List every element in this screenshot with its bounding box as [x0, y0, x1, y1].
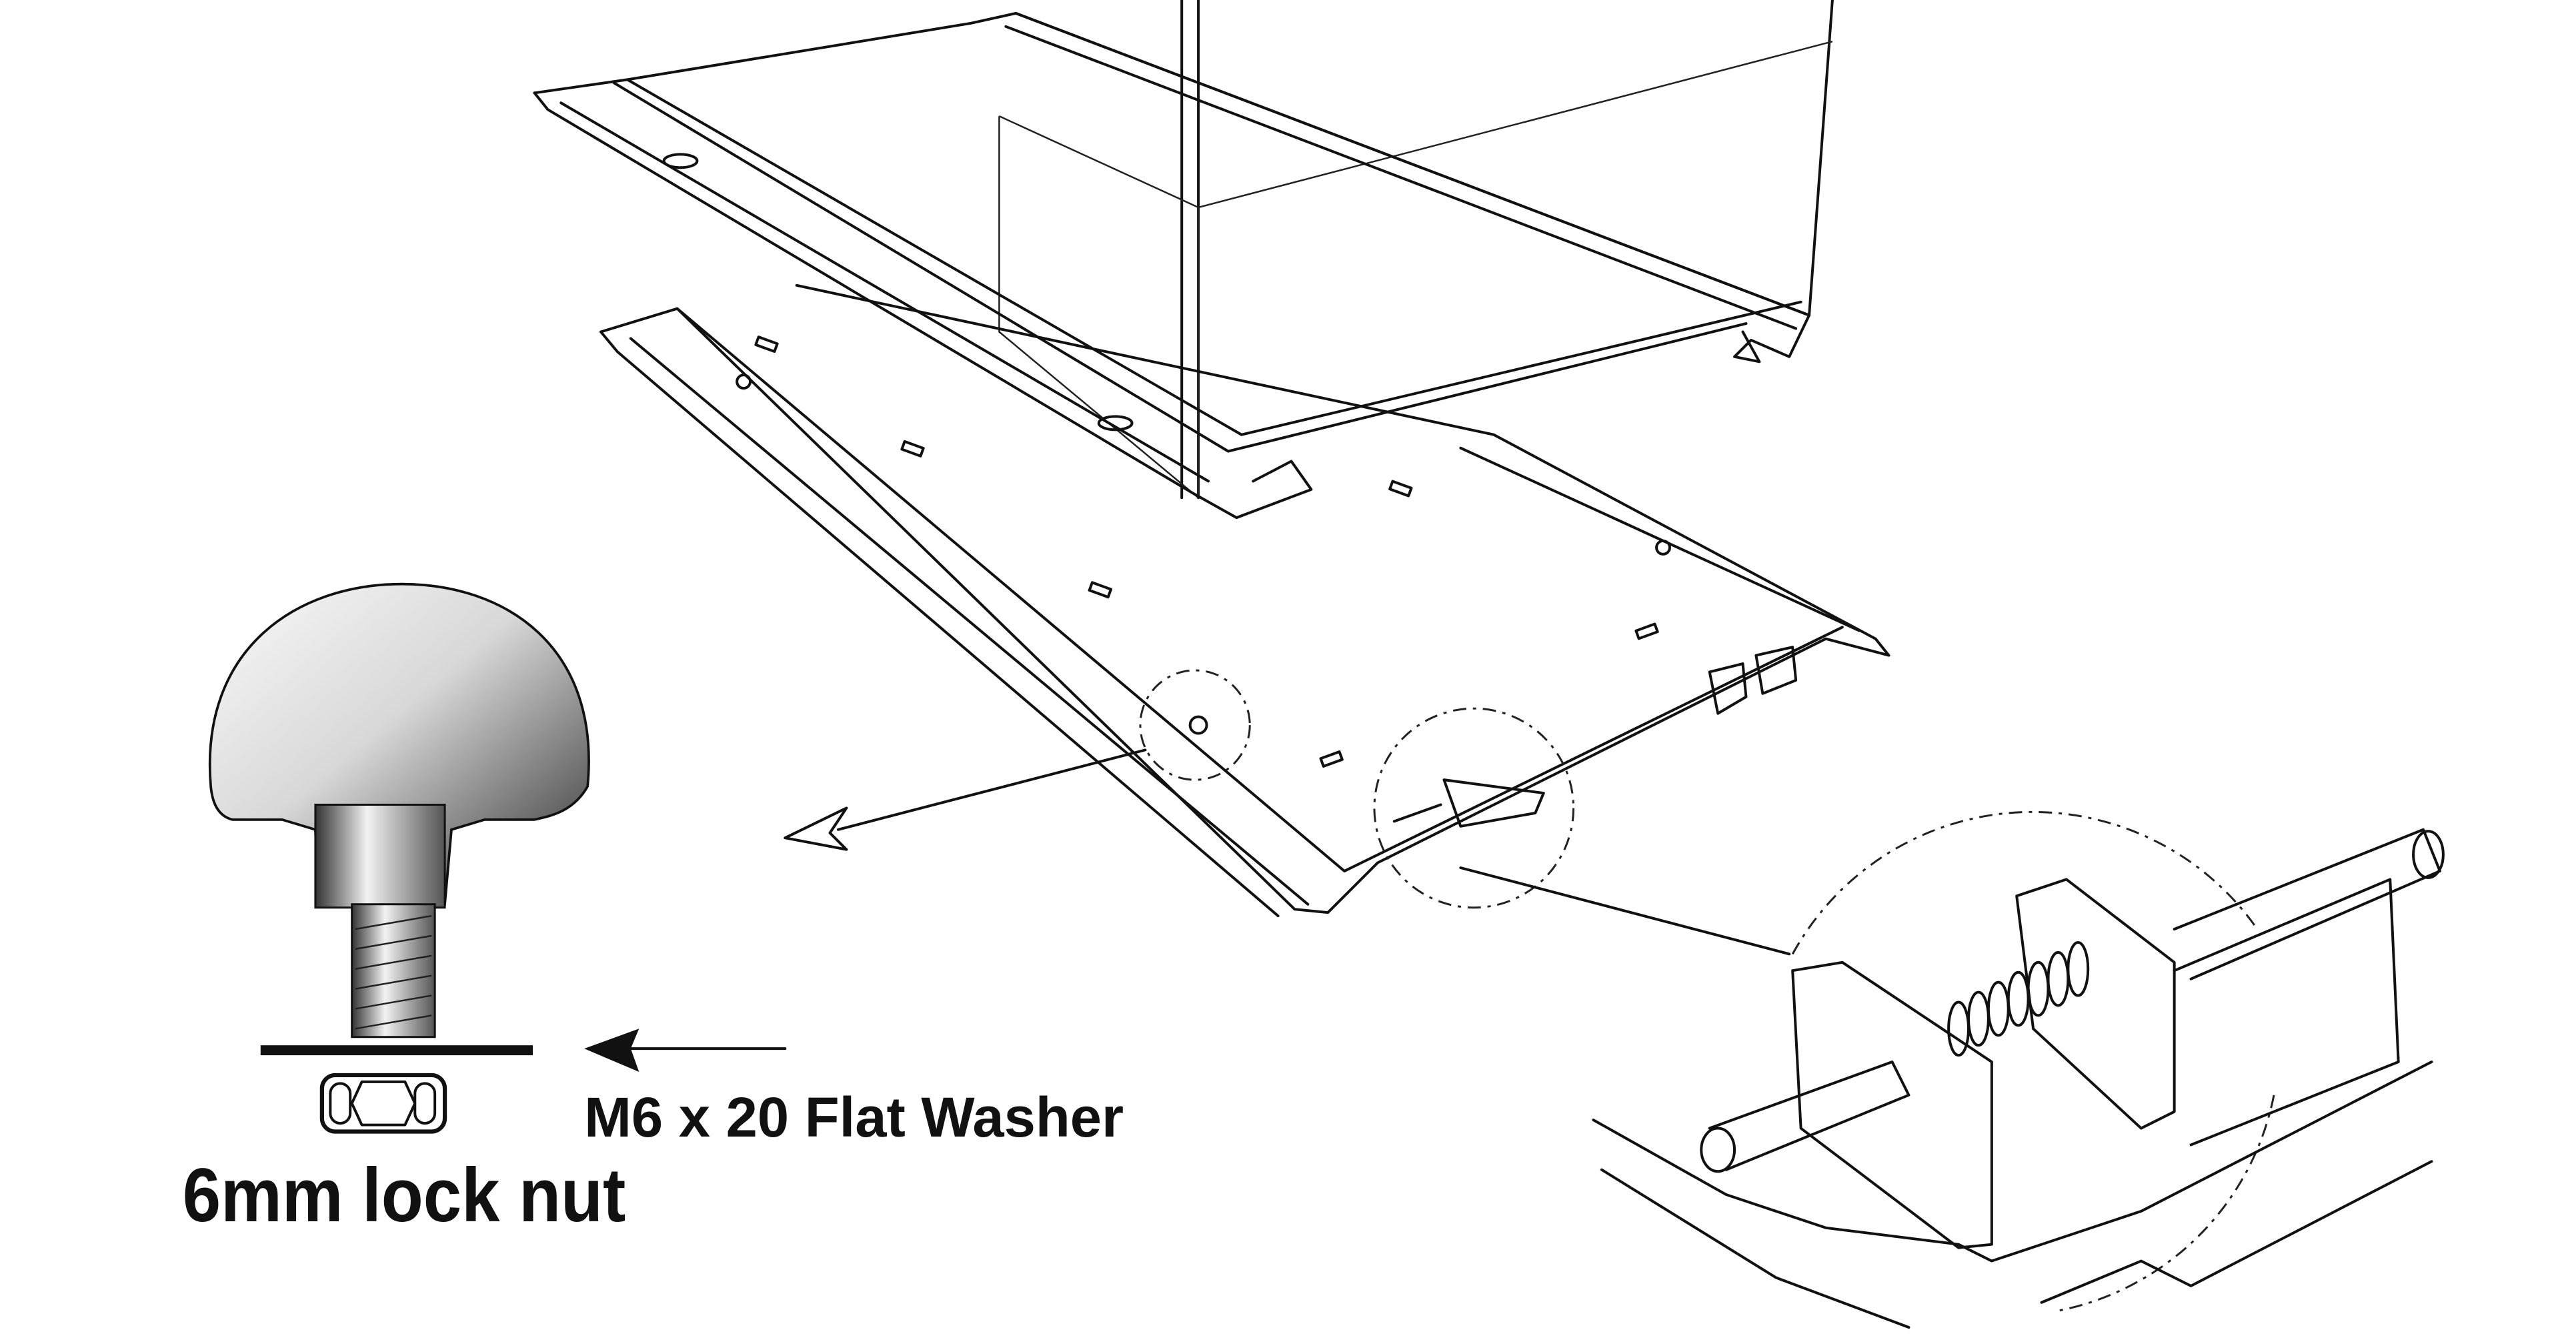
spring: [1947, 940, 2090, 1057]
mushroom-bolt: [208, 582, 590, 1039]
latch-detail-circle: [1373, 707, 1575, 909]
lower-tray: [599, 283, 1890, 918]
latch-detail: [1592, 810, 2445, 1329]
lock-nut: [319, 1073, 447, 1134]
cabinet-box: [998, 0, 1834, 500]
bolt-leader-arrow: [836, 748, 1147, 831]
flat-washer: [260, 1045, 533, 1056]
bolt-detail-circle: [1139, 669, 1251, 781]
washer-label: M6 x 20 Flat Washer: [584, 1085, 1124, 1149]
tray-slots: [736, 336, 1671, 768]
lock-nut-label: 6mm lock nut: [183, 1153, 626, 1238]
latch-leader-line: [1459, 866, 1791, 956]
upper-tray: [533, 11, 1811, 520]
